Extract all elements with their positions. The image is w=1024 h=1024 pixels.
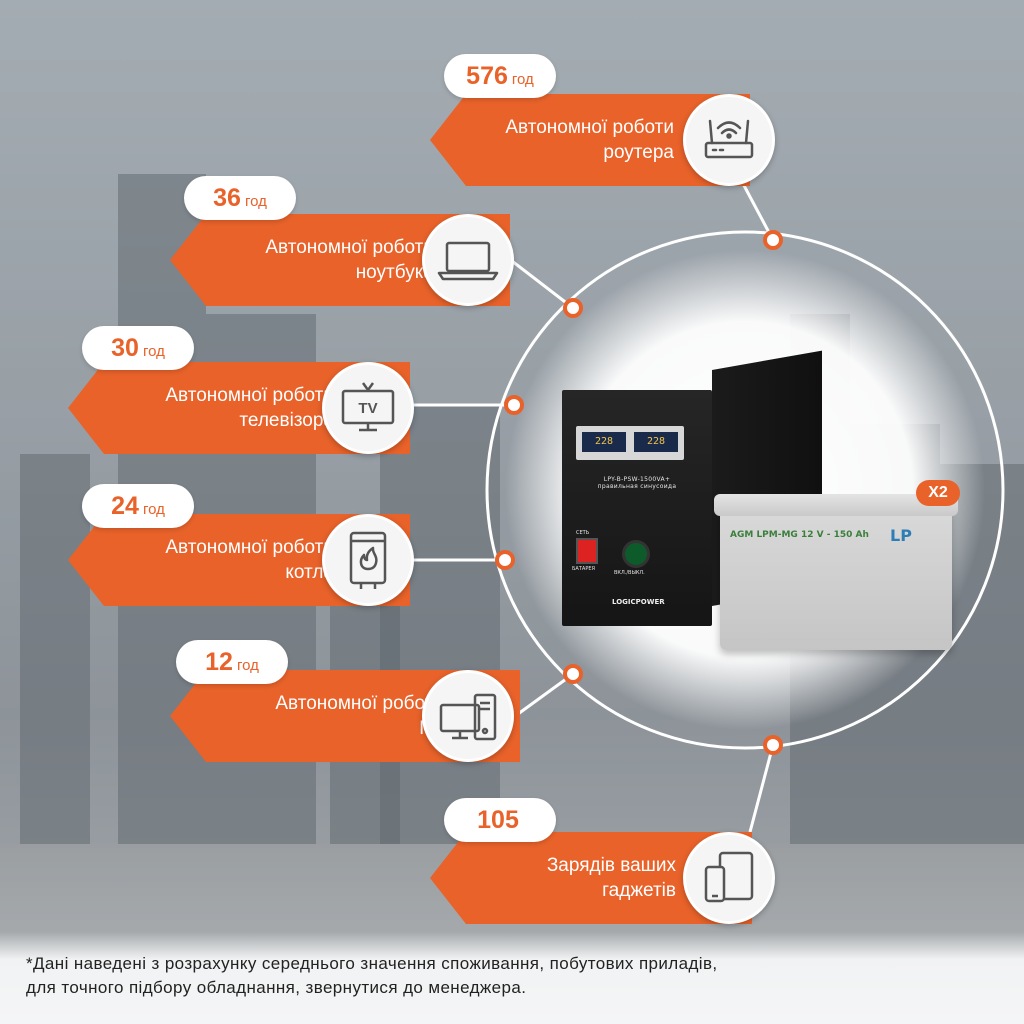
ups-display-right: 228 bbox=[634, 432, 678, 452]
ups-knob-label: ВКЛ./ВЫКЛ. bbox=[614, 570, 645, 576]
ups-model: LPY-B-PSW-1500VA+ правильная синусоида bbox=[570, 476, 704, 490]
card-line1: Автономної роботи bbox=[275, 693, 444, 714]
card-line1: Автономної роботи bbox=[505, 117, 674, 138]
card-text: Автономної роботи ноутбука bbox=[265, 235, 434, 285]
card-line2: котла bbox=[285, 562, 334, 583]
ups-brand: LOGICPOWER bbox=[612, 598, 665, 606]
ups-display: 228 228 bbox=[576, 426, 684, 460]
card-text: Зарядів ваших гаджетів bbox=[547, 853, 676, 903]
footnote-line1: *Дані наведені з розрахунку середнього з… bbox=[26, 954, 718, 973]
ups-knob bbox=[622, 540, 650, 568]
connector-laptop bbox=[507, 256, 574, 310]
ups-switch-label: СЕТЬ bbox=[576, 530, 590, 536]
tv-icon-text: TV bbox=[358, 400, 377, 417]
value-number: 36 bbox=[213, 184, 241, 212]
ups-model-text: LPY-B-PSW-1500VA+ bbox=[603, 476, 671, 483]
card-line2: ПК bbox=[275, 716, 444, 741]
value-pill: 105 bbox=[444, 798, 556, 842]
laptop-icon bbox=[422, 214, 514, 306]
card-line2: ноутбука bbox=[355, 262, 434, 283]
footnote-line2: для точного підбору обладнання, звернути… bbox=[26, 978, 527, 997]
battery-logo: LP bbox=[890, 526, 912, 545]
connector-pc bbox=[517, 672, 574, 716]
ups-display-left: 228 bbox=[582, 432, 626, 452]
card-text: Автономної роботи роутера bbox=[505, 115, 674, 165]
product-image: 228 228 LPY-B-PSW-1500VA+ правильная син… bbox=[520, 330, 980, 670]
value-unit: год bbox=[236, 657, 259, 674]
ups-battery-label: БАТАРЕЯ bbox=[572, 566, 595, 572]
connector-dot bbox=[563, 298, 583, 318]
connector-dot bbox=[504, 395, 524, 415]
ups-subtitle: правильная синусоида bbox=[597, 483, 677, 490]
value-unit: год bbox=[142, 343, 165, 360]
ups-power-switch bbox=[576, 538, 598, 564]
background-building bbox=[380, 404, 500, 874]
value-number: 30 bbox=[111, 334, 139, 362]
value-number: 12 bbox=[205, 648, 233, 676]
card-text: Автономної роботи котла bbox=[165, 535, 334, 585]
gadgets-icon bbox=[683, 832, 775, 924]
card-line2: роутера bbox=[603, 142, 674, 163]
card-line1: Автономної роботи bbox=[165, 537, 334, 558]
pc-icon bbox=[422, 670, 514, 762]
footnote: *Дані наведені з розрахунку середнього з… bbox=[26, 952, 1006, 1000]
tv-icon: TV bbox=[322, 362, 414, 454]
card-line2: гаджетів bbox=[602, 880, 676, 901]
background-building bbox=[20, 454, 90, 874]
card-line2: телевізора bbox=[239, 410, 334, 431]
value-unit: год bbox=[142, 501, 165, 518]
value-unit: год bbox=[511, 71, 534, 88]
battery-top bbox=[714, 494, 958, 516]
connector-gadgets bbox=[748, 744, 775, 833]
value-number: 576 bbox=[466, 62, 508, 90]
connector-router bbox=[738, 177, 775, 241]
inverter-ups: 228 228 LPY-B-PSW-1500VA+ правильная син… bbox=[562, 350, 832, 626]
card-line1: Зарядів ваших bbox=[546, 855, 676, 876]
card-line1: Автономної роботи bbox=[265, 237, 434, 258]
connector-dot bbox=[763, 230, 783, 250]
battery-label: AGM LPM-MG 12 V - 150 Ah bbox=[730, 530, 869, 540]
connector-dot bbox=[763, 735, 783, 755]
card-text: Автономної роботи ПК bbox=[275, 691, 444, 741]
footnote-panel bbox=[0, 932, 1024, 1024]
card-line1: Автономної роботи bbox=[165, 385, 334, 406]
battery-count-badge: X2 bbox=[916, 480, 960, 506]
boiler-icon bbox=[322, 514, 414, 606]
value-unit: год bbox=[244, 193, 267, 210]
battery: X2 AGM LPM-MG 12 V - 150 Ah LP bbox=[714, 480, 960, 650]
value-number: 105 bbox=[477, 806, 519, 834]
value-number: 24 bbox=[111, 492, 139, 520]
connector-dot bbox=[495, 550, 515, 570]
router-icon bbox=[683, 94, 775, 186]
card-text: Автономної роботи телевізора bbox=[165, 383, 334, 433]
orbit-ring bbox=[485, 230, 1005, 750]
connector-dot bbox=[563, 664, 583, 684]
ups-front: 228 228 LPY-B-PSW-1500VA+ правильная син… bbox=[562, 390, 712, 626]
